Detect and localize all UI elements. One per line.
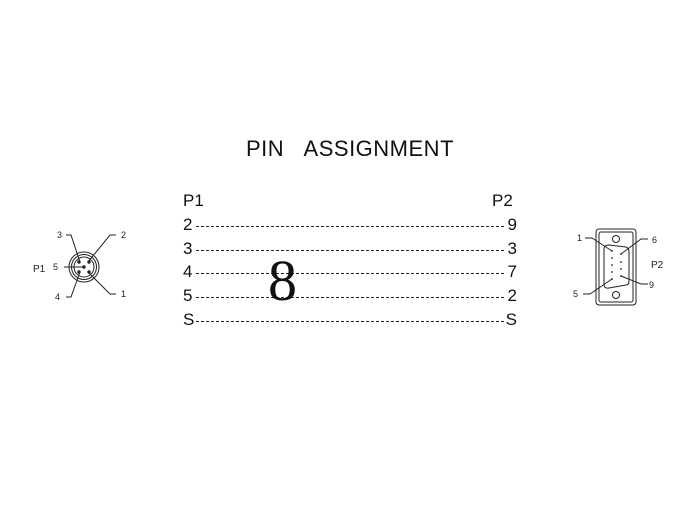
wire-row: 5 2 [183,286,517,308]
wire-line [196,297,504,298]
wire-line [196,226,504,227]
p1-pin: 3 [183,239,193,258]
p1-pin: 5 [183,286,193,305]
wire-row: S S [183,310,517,332]
wire-row: 4 7 [183,262,517,284]
wire-line [196,273,504,274]
twisted-pair-marker: 8 [268,248,297,313]
p1-pin-label: 2 [121,230,126,240]
p1-pin: 2 [183,215,193,234]
p1-pin-label: 5 [53,262,58,272]
p1-header: P1 [183,191,204,210]
p2-pin: 3 [507,239,517,258]
wire-line [196,321,504,322]
p1-connector-label: P1 [33,264,46,275]
p1-pin-label: 3 [57,230,62,240]
wire-row: 2 9 [183,215,517,237]
p2-pin-label: 1 [577,233,582,243]
p2-header: P2 [492,191,513,210]
p2-pin: S [505,310,517,329]
p1-pin: S [183,310,195,329]
p2-pin-label: 6 [652,235,657,245]
wire-line [196,250,504,251]
p1-pin: 4 [183,262,193,281]
p1-pin-label: 4 [55,292,60,302]
diagram-title: PIN ASSIGNMENT [245,136,455,161]
p1-pin-label: 1 [121,289,126,299]
p2-pin-label: 5 [573,289,578,299]
p2-pin: 7 [507,262,517,281]
p2-pin: 2 [507,286,517,305]
p2-pin: 9 [507,215,517,234]
wire-row: 3 3 [183,239,517,261]
p2-pin-label: 9 [649,280,654,290]
p2-connector-label: P2 [651,260,664,271]
